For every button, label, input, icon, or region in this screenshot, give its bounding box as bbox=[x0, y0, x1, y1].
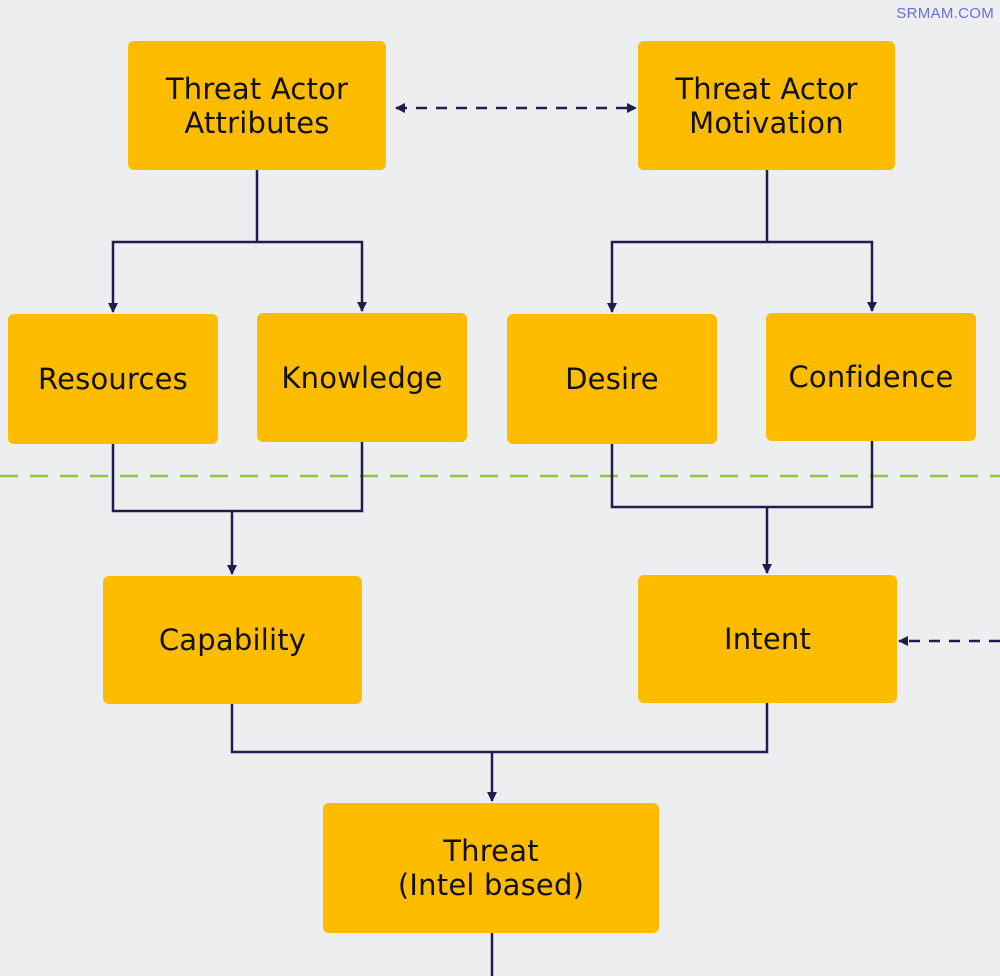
node-resources: Resources bbox=[8, 314, 218, 444]
node-threat-intel-based: Threat (Intel based) bbox=[323, 803, 659, 933]
node-desire: Desire bbox=[507, 314, 717, 444]
connector-desire-confidence-merge bbox=[610, 441, 874, 509]
node-threat-actor-motivation: Threat Actor Motivation bbox=[638, 41, 895, 170]
connector-attributes-to-knowledge bbox=[257, 240, 367, 312]
node-confidence: Confidence bbox=[766, 313, 976, 441]
connector-capability-intent-merge bbox=[230, 703, 769, 754]
connector-motivation-to-desire bbox=[607, 240, 767, 313]
node-threat-actor-attributes: Threat Actor Attributes bbox=[128, 41, 386, 170]
connector-resources-knowledge-merge bbox=[111, 442, 364, 513]
node-intent: Intent bbox=[638, 575, 897, 703]
connector-motivation-to-confidence bbox=[767, 240, 877, 312]
connector-attributes-to-resources bbox=[108, 240, 257, 313]
node-knowledge: Knowledge bbox=[257, 313, 467, 442]
watermark: SRMAM.COM bbox=[896, 5, 994, 22]
node-capability: Capability bbox=[103, 576, 362, 704]
